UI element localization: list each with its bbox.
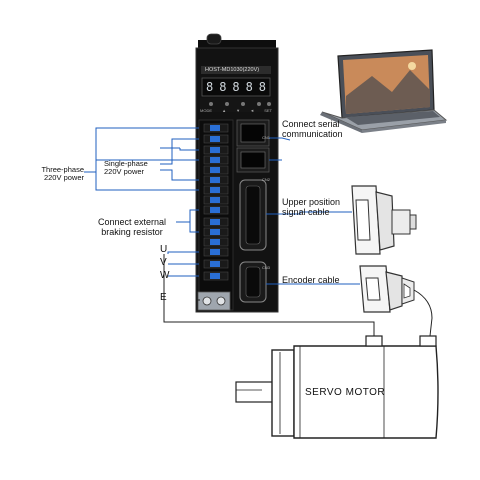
terminal-screw [210,167,220,173]
label-u: U [160,244,167,255]
display-digit: 8 [232,80,239,94]
label-e: E [160,292,167,303]
key-set[interactable]: SET [264,108,272,113]
label-v: V [160,257,167,268]
label-braking-resistor: Connect external braking resistor [86,218,178,238]
terminal-screw [210,147,220,153]
terminal-screw [210,229,220,235]
terminal-screw [210,261,220,267]
key-up[interactable]: ▲ [222,108,226,113]
terminal-screw [210,273,220,279]
terminal-screw [210,177,220,183]
display-digit: 8 [219,80,226,94]
label-three-phase: Three-phase 220V power [28,166,84,183]
key-left[interactable]: ◄ [250,108,254,113]
terminal-screw [210,136,220,142]
label-upper-line2: signal cable [282,208,340,218]
label-servo-motor: SERVO MOTOR [305,387,385,398]
label-single-phase: Single-phase 220V power [104,160,148,177]
label-upper-position: Upper position signal cable [282,198,340,218]
label-braking-line2: braking resistor [86,228,178,238]
label-serial-line2: communication [282,130,343,140]
model-plate: HOST-MD1030(220V) [205,67,259,73]
display-digit: 8 [246,80,253,94]
display-digit: 8 [259,80,266,94]
encoder-connector-icon [360,266,414,312]
terminal-screw [210,219,220,225]
key-mode[interactable]: MODE [200,108,212,113]
terminal-screw [210,157,220,163]
terminal-screw [210,187,220,193]
display-digit: 8 [206,80,213,94]
port-label-cn2: CN2 [262,178,270,182]
terminal-screw [210,197,220,203]
seven-segment-display: 8 8 8 8 8 [203,80,269,94]
terminal-screw [210,239,220,245]
label-encoder-cable: Encoder cable [282,276,340,286]
label-single-phase-line2: 220V power [104,168,148,176]
label-w: W [160,270,169,281]
db25-connector-icon [352,186,416,254]
terminal-screw [210,249,220,255]
port-label-cn3: CN3 [262,266,270,270]
terminal-screw [210,207,220,213]
port-label-cn1: CN1 [262,136,270,140]
keypad: MODE ▲ ▼ ◄ SET [200,108,272,113]
label-three-phase-line2: 220V power [28,174,84,182]
key-down[interactable]: ▼ [236,108,240,113]
label-serial-communication: Connect serial communication [282,120,343,140]
terminal-screw [210,125,220,131]
